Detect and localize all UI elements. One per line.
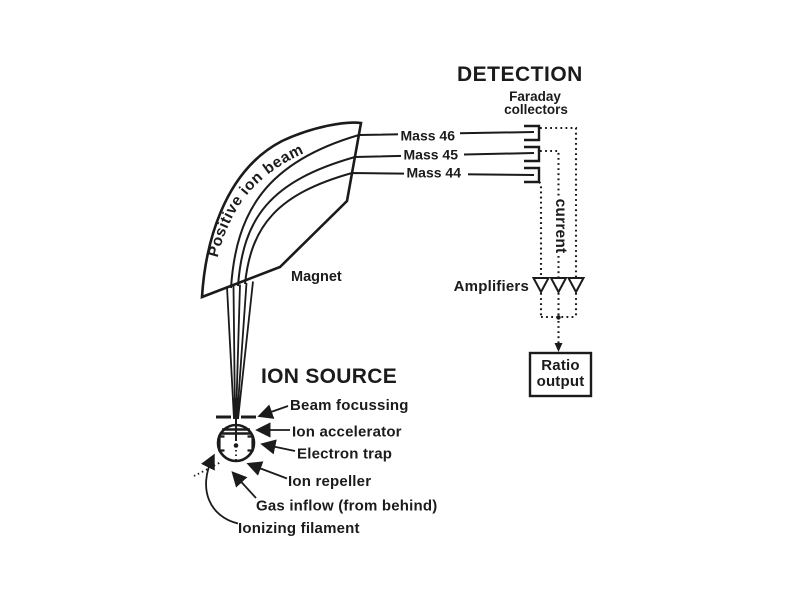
signal-dotted-lines: [538, 126, 578, 277]
electron-trap-arrow: [260, 439, 296, 455]
ionizing-filament-arrow: [201, 453, 239, 525]
gas-inflow-arrow: [231, 471, 257, 499]
beam-wedge: [232, 398, 241, 418]
magnet-label: Magnet: [291, 269, 342, 285]
ratio-output-label-line2: output: [537, 373, 585, 390]
mass-46-label: Mass 46: [401, 128, 456, 144]
ion-beam-bundle: [226, 281, 254, 420]
ratio-output-box: Ratio output: [528, 351, 593, 398]
signal-merge-lines: [539, 293, 578, 352]
electron-trap-label: Electron trap: [297, 446, 392, 463]
signal-line-44: [538, 181, 543, 277]
filament-dot: [233, 443, 239, 448]
down-arrowhead-icon: [554, 343, 563, 352]
amplifier-icons: [531, 277, 586, 295]
faraday-collector-cup-45: [524, 145, 541, 163]
magnet-outline: [200, 121, 363, 299]
beam-focussing-arrow: [257, 404, 289, 419]
ion-source-chamber: [193, 415, 256, 477]
electron-trap-electrode-right: [247, 435, 254, 452]
ion-beam-paths: [230, 131, 535, 289]
ionizing-filament-label: Ionizing filament: [238, 520, 360, 537]
junction-dot: [556, 315, 561, 320]
ion-source-title: ION SOURCE: [261, 365, 397, 388]
beam-mass-45: [237, 152, 535, 287]
signal-line-45-upper: [540, 149, 560, 196]
detection-title: DETECTION: [457, 63, 583, 86]
faraday-collectors-label-line1: Faraday: [509, 89, 561, 104]
beam-mass-46: [230, 131, 535, 289]
beam-mass-44: [244, 171, 535, 285]
mass-45-label: Mass 45: [404, 147, 459, 163]
ion-accelerator-label: Ion accelerator: [292, 424, 402, 441]
ion-source-section: ION SOURCE Beam focussing Ion accelerato…: [193, 365, 437, 537]
faraday-collector-cup-46: [524, 124, 541, 142]
gas-inflow-label: Gas inflow (from behind): [256, 498, 437, 515]
amplifier-triangle-icon-2: [549, 277, 568, 295]
amplifiers-label: Amplifiers: [454, 278, 529, 295]
current-label: current: [552, 199, 569, 254]
callout-arrows: [201, 404, 296, 525]
ratio-output-label-line1: Ratio: [541, 357, 580, 374]
ion-repeller-label: Ion repeller: [288, 473, 371, 490]
faraday-collectors: [524, 124, 541, 184]
detection-section: DETECTION Faraday collectors Mass 46 Mas…: [398, 63, 593, 398]
faraday-collector-cup-44: [524, 166, 541, 184]
amplifier-triangle-icon-1: [531, 277, 551, 295]
electron-trap-electrode-left: [218, 435, 225, 452]
amplifier-triangle-icon-3: [566, 277, 586, 295]
signal-line-46: [540, 126, 578, 277]
ion-repeller-arrow: [246, 461, 288, 480]
beam-focussing-label: Beam focussing: [290, 397, 409, 414]
faraday-collectors-label-line2: collectors: [504, 102, 568, 117]
mass-44-label: Mass 44: [407, 165, 462, 181]
